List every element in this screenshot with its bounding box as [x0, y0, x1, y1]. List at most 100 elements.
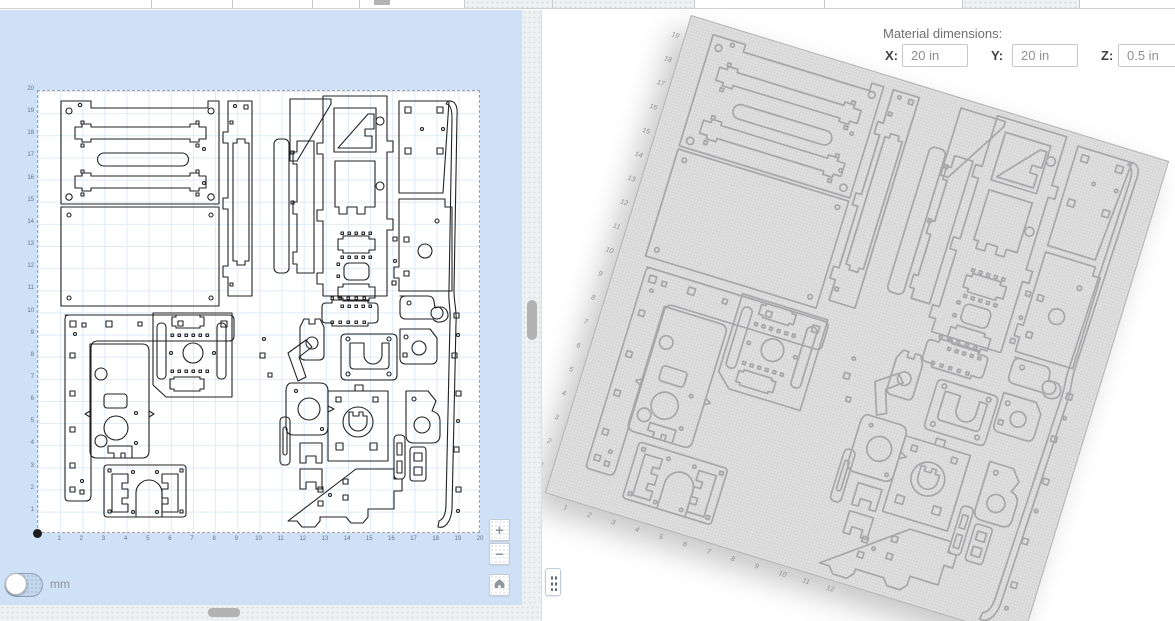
material-select-button[interactable]: Corian: [695, 0, 825, 8]
ruler-tick: 15: [27, 196, 34, 203]
toolbar-cell: [360, 0, 465, 8]
canvas-view-controls: + −: [489, 519, 510, 598]
units-label: mm: [50, 577, 70, 591]
ruler-tick: 10: [27, 307, 34, 314]
toolbar-cell: [1080, 0, 1175, 8]
material-y-label: Y:: [991, 48, 1004, 63]
ruler-tick: 7: [30, 373, 34, 380]
ruler-tick: 8: [212, 536, 216, 542]
ruler-tick: 2: [79, 536, 83, 542]
slab-tick: 2: [586, 511, 593, 520]
slab-tick: 1: [541, 461, 545, 470]
zoom-in-button[interactable]: +: [489, 519, 510, 541]
units-toggle[interactable]: [5, 573, 43, 597]
ruler-tick: 1: [30, 506, 34, 513]
ruler-tick: 3: [30, 462, 34, 469]
slab-tick: 3: [610, 518, 616, 527]
slab-tick: 11: [611, 222, 621, 232]
slab-tick: 14: [633, 150, 644, 160]
toolpath-outlines: [60, 95, 462, 528]
slab-tick: 5: [657, 533, 664, 542]
slab-tick: 6: [681, 540, 688, 549]
ruler-tick: 1: [57, 536, 61, 542]
ruler-tick: 16: [27, 174, 34, 181]
toolbar-cell: [0, 0, 152, 8]
ruler-tick: 13: [27, 241, 34, 248]
slab-tick: 2: [546, 437, 552, 446]
ruler-tick: 18: [27, 130, 34, 137]
ruler-tick: 20: [27, 86, 34, 92]
home-icon: [493, 576, 506, 594]
ruler-tick: 9: [30, 329, 34, 336]
slab-tick: 18: [663, 55, 673, 65]
slab-tick: 8: [729, 555, 736, 564]
slab-tick: 10: [604, 246, 615, 256]
slab-tick: 12: [619, 198, 629, 208]
slab-tick: 4: [634, 526, 640, 535]
ruler-tick: 4: [30, 440, 34, 447]
toolbar-icon: [374, 0, 390, 5]
horizontal-scrollbar[interactable]: [0, 605, 541, 621]
vertical-scrollbar[interactable]: [522, 10, 541, 605]
toolbar-cell: [963, 0, 1080, 8]
toolbar-cell: [465, 0, 553, 8]
toolbar-cell: [553, 0, 695, 8]
ruler-tick: 9: [234, 536, 239, 542]
ruler-tick: 15: [365, 536, 373, 542]
ruler-tick: 20: [476, 536, 484, 542]
vertical-scrollbar-handle[interactable]: [527, 300, 537, 340]
ruler-tick: 17: [410, 536, 417, 542]
panel-drag-handle[interactable]: [545, 568, 561, 596]
home-view-button[interactable]: [489, 574, 510, 596]
slab-tick: 11: [801, 577, 811, 587]
material-y-input[interactable]: [1012, 44, 1078, 67]
engraved-toolpaths: [585, 33, 1140, 621]
ruler-tick: 11: [277, 536, 284, 542]
ruler-tick: 19: [27, 108, 34, 115]
material-z-label: Z:: [1101, 48, 1114, 63]
material-x-label: X:: [885, 48, 898, 63]
slab-tick: 15: [641, 126, 651, 136]
material-z-input[interactable]: [1118, 44, 1175, 67]
bit-size-button[interactable]: 0.0625 in: [825, 0, 963, 8]
ruler-tick: 11: [27, 285, 34, 292]
slab-tick: 12: [825, 584, 835, 594]
slab-tick: 9: [597, 270, 604, 279]
horizontal-scrollbar-handle[interactable]: [208, 608, 240, 617]
slab-tick: 4: [560, 389, 567, 398]
slab-tick: 5: [568, 365, 574, 374]
slab-tick: 1: [562, 504, 569, 513]
ruler-tick: 2: [30, 484, 34, 491]
origin-point: [33, 529, 42, 538]
slab-tick: 8: [589, 294, 596, 303]
ruler-tick: 12: [299, 536, 307, 542]
ruler-tick: 16: [388, 536, 395, 542]
grip-dots-icon: [549, 573, 557, 591]
ruler-tick: 12: [27, 263, 34, 270]
ruler-tick: 5: [30, 418, 34, 425]
ruler-tick: 4: [123, 536, 128, 542]
ruler-tick: 6: [30, 396, 34, 403]
ruler-tick: 18: [432, 536, 440, 542]
ruler-tick: 8: [30, 351, 34, 358]
slab-tick: 10: [777, 570, 788, 580]
material-x-input[interactable]: [902, 44, 968, 67]
toolbar-cell: [152, 0, 233, 8]
slab-tick: 7: [705, 548, 712, 557]
material-dimensions-title: Material dimensions:: [883, 26, 1003, 41]
zoom-out-button[interactable]: −: [489, 543, 510, 565]
ruler-tick: 7: [190, 536, 194, 542]
ruler-tick: 6: [168, 536, 172, 542]
slab-tick: 3: [553, 413, 560, 422]
top-toolbar: Corian 0.0625 in: [0, 0, 1175, 9]
slab-tick: 16: [648, 103, 658, 112]
slab-tick: 19: [670, 31, 680, 41]
design-canvas[interactable]: [37, 90, 480, 533]
slab-tick: 17: [655, 79, 666, 89]
ruler-tick: 3: [101, 536, 106, 542]
units-toggle-knob[interactable]: [5, 573, 27, 595]
